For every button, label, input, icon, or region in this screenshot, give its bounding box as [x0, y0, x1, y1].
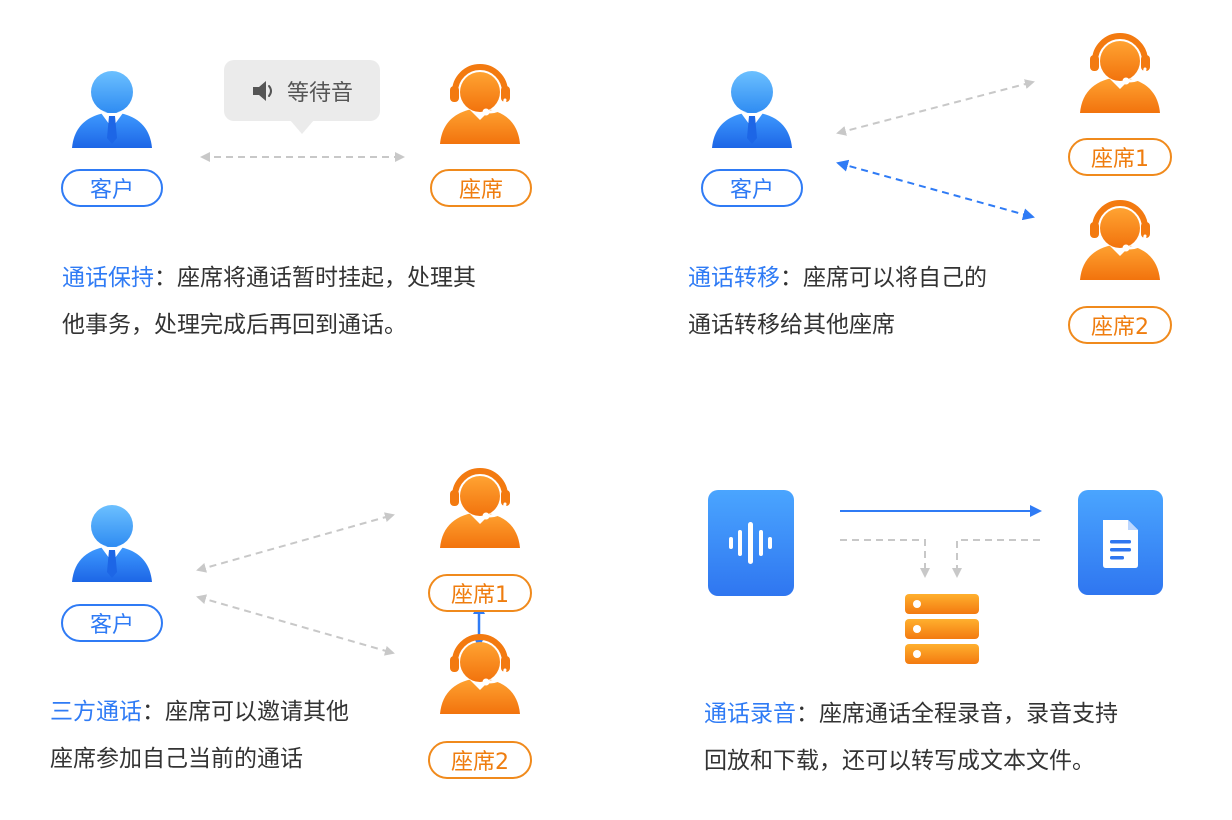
speaker-icon	[252, 80, 272, 101]
customer-label: 客户	[61, 169, 163, 207]
transfer-blue-arrow	[836, 159, 1035, 221]
threeway-text-line1: ：座席可以邀请其他	[142, 699, 349, 725]
customer-label: 客户	[61, 604, 163, 642]
recording-text-line2: 回放和下载，还可以转写成文本文件。	[704, 748, 1095, 774]
threeway-description: 三方通话：座席可以邀请其他 座席参加自己当前的通话	[50, 689, 349, 783]
transfer-text-line1: ：座席可以将自己的	[780, 265, 987, 291]
hold-description: 通话保持：座席将通话暂时挂起，处理其 他事务，处理完成后再回到通话。	[62, 255, 476, 349]
recording-keyword: 通话录音	[704, 701, 796, 727]
recording-text-to-server-arrow	[952, 539, 1040, 578]
recording-audio-to-server-arrow	[840, 539, 930, 578]
hold-text-line1: ：座席将通话暂时挂起，处理其	[154, 265, 476, 291]
recording-text-line1: ：座席通话全程录音，录音支持	[796, 701, 1118, 727]
recording-description: 通话录音：座席通话全程录音，录音支持 回放和下载，还可以转写成文本文件。	[704, 691, 1118, 785]
transfer-keyword: 通话转移	[688, 265, 780, 291]
customer-avatar-icon	[72, 505, 152, 582]
agent-headset-icon	[440, 64, 520, 144]
transfer-description: 通话转移：座席可以将自己的 通话转移给其他座席	[688, 255, 987, 349]
transfer-text-line2: 通话转移给其他座席	[688, 312, 895, 338]
customer-avatar-icon	[72, 71, 152, 148]
threeway-upper-arrow	[196, 512, 395, 573]
agent1-label: 座席1	[1068, 138, 1172, 176]
agent-label: 座席	[430, 169, 532, 207]
agent2-headset-icon	[1080, 200, 1160, 280]
agent1-headset-icon	[1080, 33, 1160, 113]
server-stack-icon	[905, 594, 979, 664]
threeway-keyword: 三方通话	[50, 699, 142, 725]
transfer-gray-arrow	[836, 79, 1035, 136]
waiting-tone-text: 等待音	[286, 80, 353, 106]
agent1-headset-icon	[440, 468, 520, 548]
agent1-label: 座席1	[428, 574, 532, 612]
agent2-label: 座席2	[428, 741, 532, 779]
waiting-tone-bubble: 等待音	[224, 60, 380, 134]
document-icon	[1078, 490, 1163, 595]
agent2-headset-icon	[440, 634, 520, 714]
hold-text-line2: 他事务，处理完成后再回到通话。	[62, 312, 407, 338]
audio-wave-icon	[708, 490, 794, 596]
hold-keyword: 通话保持	[62, 265, 154, 291]
customer-avatar-icon	[712, 71, 792, 148]
threeway-lower-arrow	[196, 594, 395, 656]
customer-label: 客户	[701, 169, 803, 207]
agent2-label: 座席2	[1068, 306, 1172, 344]
threeway-text-line2: 座席参加自己当前的通话	[50, 746, 303, 772]
